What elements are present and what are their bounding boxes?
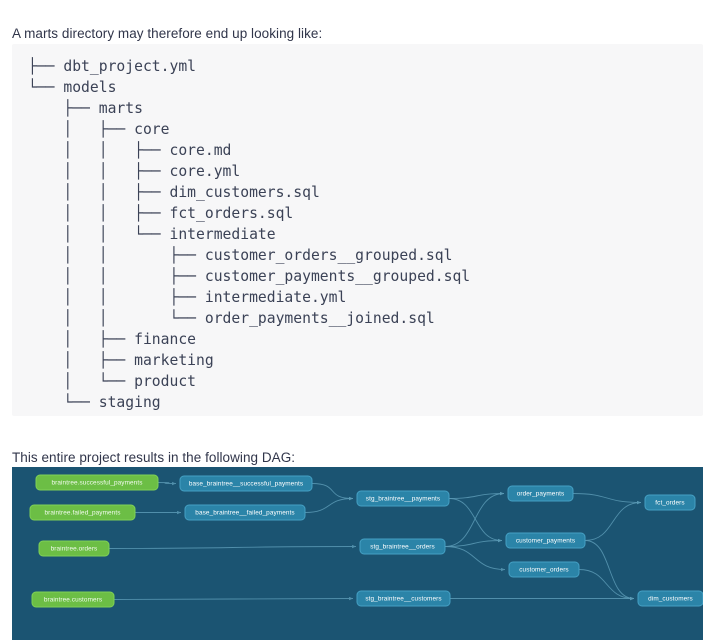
dag-edge bbox=[448, 491, 505, 499]
dag-node-layer: braintree.successful_payments braintree.f… bbox=[29, 474, 703, 608]
dag-node-braintree_customers[interactable]: braintree.customers bbox=[31, 591, 115, 608]
dag-edge bbox=[157, 481, 177, 486]
directory-tree-text: ├── dbt_project.yml └── models ├── marts… bbox=[28, 58, 471, 411]
dag-edge bbox=[444, 491, 505, 547]
dag-node-order_payments[interactable]: order_payments bbox=[507, 485, 574, 502]
dag-node-braintree_failed_payments[interactable]: braintree.failed_payments bbox=[29, 504, 136, 521]
dag-node-shape bbox=[29, 504, 136, 521]
dag-node-dim_customers[interactable]: dim_customers bbox=[637, 590, 703, 607]
code-block-directory-tree: ├── dbt_project.yml └── models ├── marts… bbox=[12, 44, 703, 416]
dag-edge bbox=[444, 538, 503, 547]
dag-node-shape bbox=[508, 561, 580, 578]
dag-node-braintree_orders[interactable]: braintree.orders bbox=[38, 540, 110, 557]
dag-node-base_braintree__successful_payments[interactable]: base_braintree__successful_payments bbox=[179, 475, 313, 492]
dag-node-customer_payments[interactable]: customer_payments bbox=[505, 532, 586, 549]
dag-node-braintree_successful_payments[interactable]: braintree.successful_payments bbox=[35, 474, 159, 491]
dag-node-shape bbox=[31, 591, 115, 608]
dag-node-label: dim_customers bbox=[648, 596, 693, 603]
dag-edge bbox=[108, 544, 357, 549]
dag-node-shape bbox=[356, 590, 451, 607]
dag-node-label: fct_orders bbox=[655, 500, 684, 507]
dag-node-shape bbox=[644, 494, 696, 511]
dag-node-shape bbox=[356, 490, 450, 507]
dag-node-customer_orders[interactable]: customer_orders bbox=[508, 561, 580, 578]
dag-node-label: braintree.orders bbox=[51, 546, 98, 553]
dag-node-label: braintree.customers bbox=[44, 597, 102, 604]
dag-node-shape bbox=[38, 540, 110, 557]
dag-graph: braintree.successful_payments braintree.f… bbox=[29, 474, 703, 608]
dag-node-label: base_braintree__successful_payments bbox=[189, 481, 303, 488]
dag-node-fct_orders[interactable]: fct_orders bbox=[644, 494, 696, 511]
dag-node-base_braintree__failed_payments[interactable]: base_braintree__failed_payments bbox=[184, 504, 306, 521]
dag-node-stg_braintree__payments[interactable]: stg_braintree__payments bbox=[356, 490, 450, 507]
dag-node-shape bbox=[505, 532, 586, 549]
dag-edge bbox=[304, 496, 354, 513]
dag-visualization-panel[interactable]: braintree.successful_payments braintree.f… bbox=[12, 467, 703, 640]
dag-node-label: stg_braintree__customers bbox=[365, 596, 441, 603]
dag-edge bbox=[584, 540, 635, 601]
dag-edge bbox=[584, 500, 642, 541]
dag-node-shape bbox=[637, 590, 703, 607]
intro-paragraph: A marts directory may therefore end up l… bbox=[12, 25, 323, 41]
dag-node-shape bbox=[359, 538, 446, 555]
dag-edge bbox=[572, 493, 642, 505]
dag-caption: This entire project results in the follo… bbox=[12, 449, 296, 465]
dag-node-label: braintree.successful_payments bbox=[52, 480, 143, 487]
dag-edge bbox=[444, 546, 506, 572]
dag-node-label: braintree.failed_payments bbox=[44, 510, 120, 517]
dag-edge bbox=[311, 483, 354, 501]
dag-node-label: base_braintree__failed_payments bbox=[195, 510, 294, 517]
dag-node-shape bbox=[179, 475, 313, 492]
dag-node-shape bbox=[184, 504, 306, 521]
dag-edge-layer bbox=[108, 481, 642, 601]
dag-node-label: customer_orders bbox=[519, 567, 568, 574]
dag-node-shape bbox=[35, 474, 159, 491]
dag-node-label: stg_braintree__orders bbox=[370, 544, 435, 551]
dag-edge bbox=[448, 498, 503, 543]
dag-node-shape bbox=[507, 485, 574, 502]
dag-node-stg_braintree__orders[interactable]: stg_braintree__orders bbox=[359, 538, 446, 555]
dag-edge bbox=[113, 596, 354, 601]
dag-node-label: order_payments bbox=[517, 491, 565, 498]
dag-edge bbox=[578, 569, 635, 601]
dag-node-label: stg_braintree__payments bbox=[366, 496, 440, 503]
dag-node-stg_braintree__customers[interactable]: stg_braintree__customers bbox=[356, 590, 451, 607]
dag-node-label: customer_payments bbox=[516, 538, 575, 545]
